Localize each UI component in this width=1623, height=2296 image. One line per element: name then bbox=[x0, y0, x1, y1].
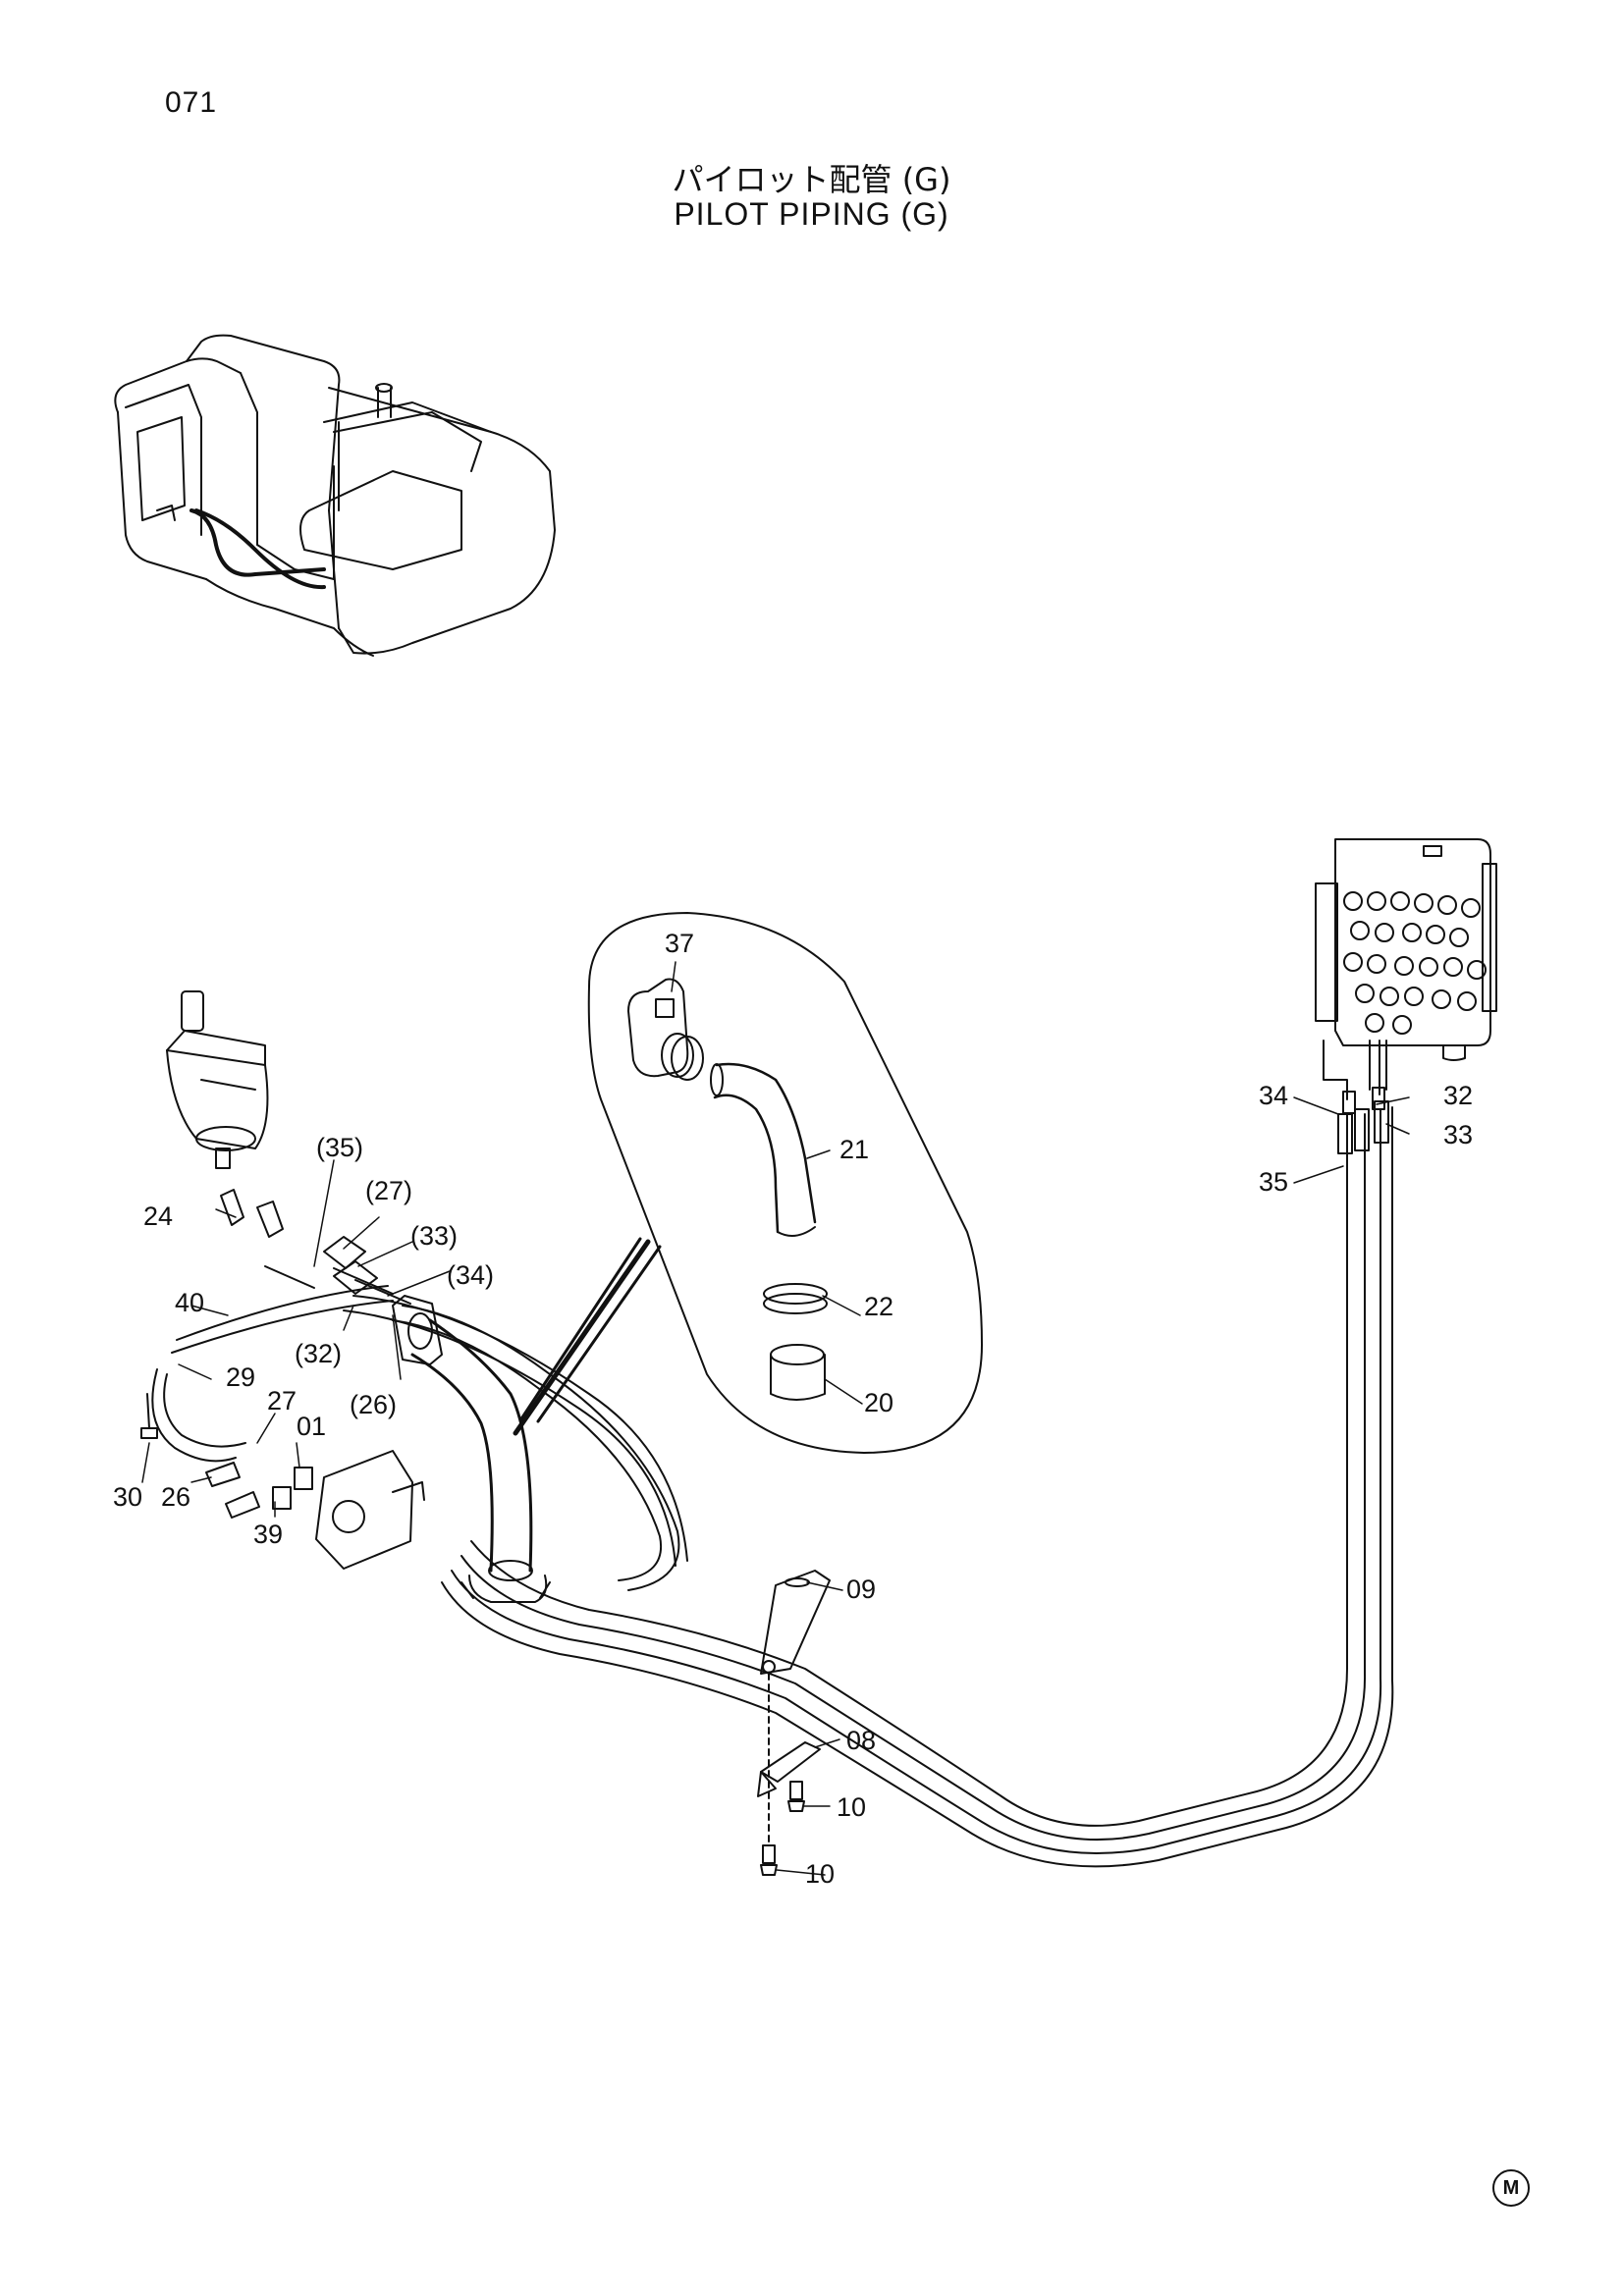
title-english: PILOT PIPING (G) bbox=[674, 196, 949, 232]
pilot-valve-assembly bbox=[1315, 838, 1497, 1114]
callout-24: 24 bbox=[143, 1201, 173, 1231]
callout-33-ref: (33) bbox=[410, 1221, 458, 1251]
left-hose-loop bbox=[151, 1285, 688, 1591]
callout-30: 30 bbox=[113, 1482, 142, 1512]
callout-26-ref: (26) bbox=[350, 1390, 397, 1419]
callout-leaders bbox=[141, 961, 1410, 1876]
callout-10-lower: 10 bbox=[805, 1859, 835, 1889]
callout-22: 22 bbox=[864, 1292, 893, 1321]
lower-left-valve bbox=[140, 1393, 425, 1570]
callout-21: 21 bbox=[839, 1135, 869, 1164]
valve-ports bbox=[1343, 891, 1487, 1035]
callout-32-ref: (32) bbox=[295, 1339, 342, 1368]
detail-enlargement-bubble bbox=[513, 912, 983, 1454]
callout-10-upper: 10 bbox=[837, 1792, 866, 1822]
callout-35-ref: (35) bbox=[316, 1133, 363, 1162]
callout-27-ref: (27) bbox=[365, 1176, 412, 1205]
callout-32: 32 bbox=[1443, 1081, 1473, 1110]
fitting-cluster bbox=[220, 1189, 411, 1305]
excavator-overview-illustration bbox=[114, 334, 556, 657]
callout-20: 20 bbox=[864, 1388, 893, 1417]
callout-08: 08 bbox=[846, 1726, 876, 1755]
callout-27: 27 bbox=[267, 1386, 297, 1415]
callout-33: 33 bbox=[1443, 1120, 1473, 1149]
callout-labels: 37 21 22 20 (35) (27) (33) (34) 24 40 (3… bbox=[113, 929, 1473, 1889]
circled-m-mark: M bbox=[1492, 2169, 1530, 2207]
title-japanese: パイロット配管 (G) bbox=[672, 161, 951, 198]
pilot-hose-bundle bbox=[441, 1100, 1394, 1868]
callout-37: 37 bbox=[665, 929, 694, 958]
callout-34-ref: (34) bbox=[447, 1260, 494, 1290]
callout-40: 40 bbox=[175, 1288, 204, 1317]
pipe-with-grommet bbox=[392, 1295, 551, 1603]
callout-39: 39 bbox=[253, 1520, 283, 1549]
clamp-bracket bbox=[757, 1570, 831, 1876]
callout-29: 29 bbox=[226, 1362, 255, 1392]
upper-left-actuator bbox=[166, 990, 269, 1169]
page-number: 071 bbox=[165, 86, 218, 119]
callout-09: 09 bbox=[846, 1575, 876, 1604]
callout-34: 34 bbox=[1259, 1081, 1288, 1110]
callout-01: 01 bbox=[297, 1412, 326, 1441]
callout-35: 35 bbox=[1259, 1167, 1288, 1197]
callout-26: 26 bbox=[161, 1482, 190, 1512]
